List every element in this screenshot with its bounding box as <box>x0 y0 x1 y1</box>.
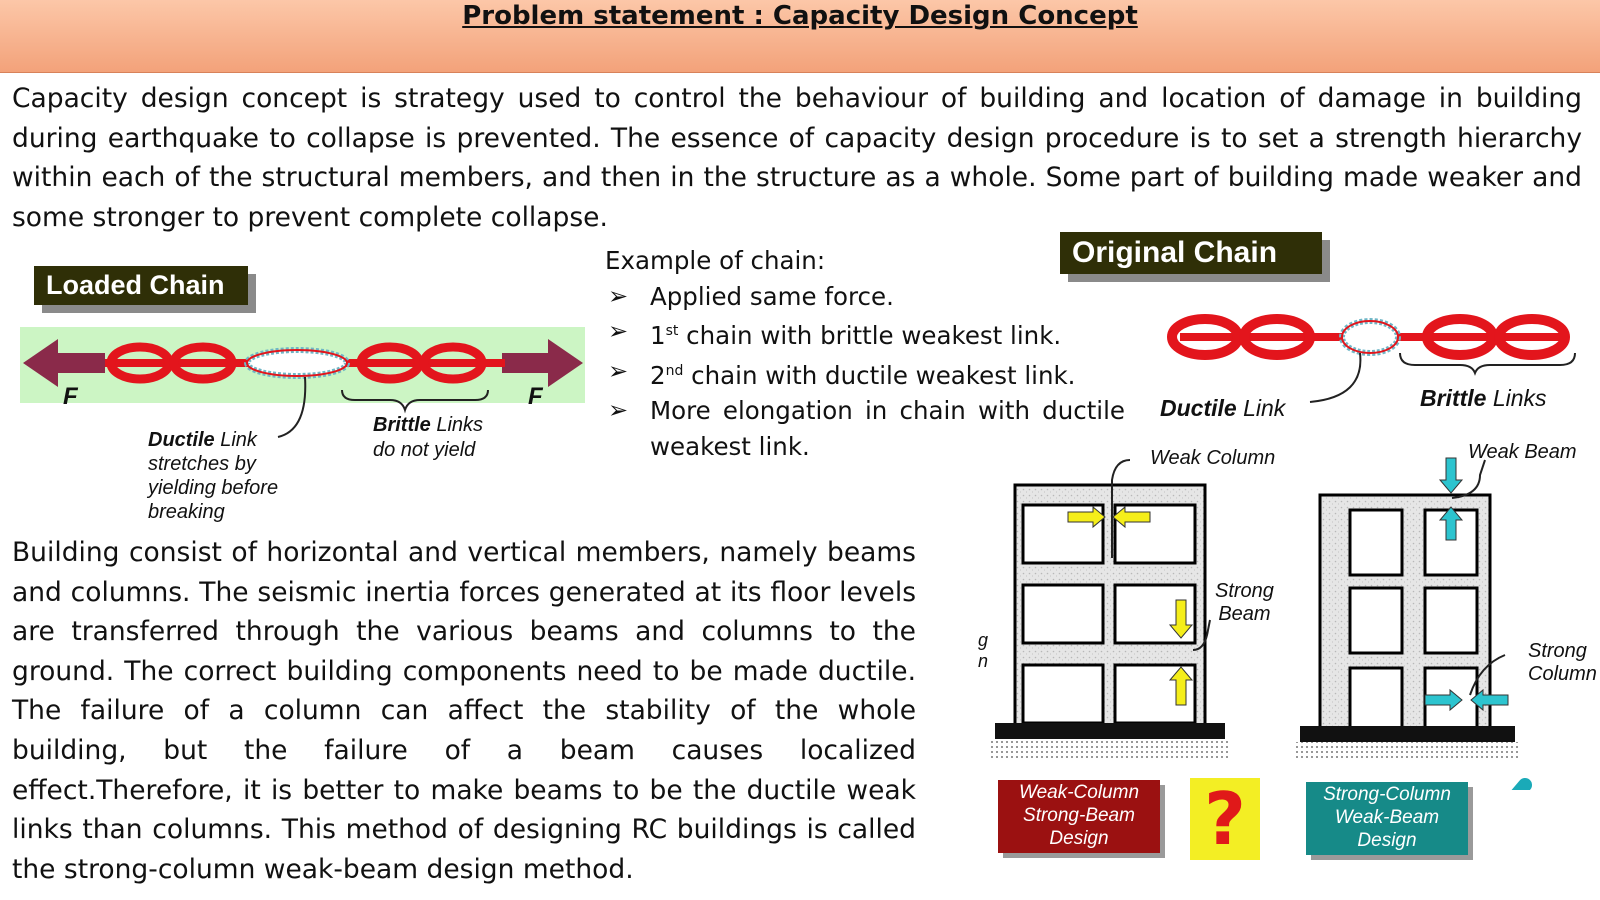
original-chain-figure <box>1167 314 1576 403</box>
cyan-arrow <box>1470 688 1509 712</box>
weak-beam-label: Weak Beam <box>1468 441 1577 463</box>
cyan-arrow <box>1438 506 1464 541</box>
example-heading: Example of chain: <box>605 246 826 275</box>
page-title: Problem statement : Capacity Design Conc… <box>462 1 1138 31</box>
chain-link <box>1239 314 1315 360</box>
loaded-chain-figure <box>20 327 585 438</box>
original-brittle-caption: Brittle Links <box>1420 385 1547 411</box>
yellow-arrow <box>1067 505 1106 529</box>
intro-paragraph: Capacity design concept is strategy used… <box>12 83 1582 233</box>
strong-column-badge: Strong-Column Weak-Beam Design <box>1306 782 1468 855</box>
title-bar: Problem statement : Capacity Design Conc… <box>0 0 1600 73</box>
original-ductile-caption: Ductile Link <box>1160 395 1286 421</box>
loaded-chain-label: Loaded Chain <box>34 266 248 305</box>
building-frames-figure <box>990 457 1532 790</box>
force-arrow-right <box>502 339 583 387</box>
brittle-links-caption: Brittle Links do not yield <box>373 414 484 461</box>
list-item: ➢More elongation in chain with ductile w… <box>608 396 1125 461</box>
list-item: ➢1st chain with brittle weakest link. <box>608 317 1062 351</box>
cyan-arrow <box>1424 688 1463 712</box>
list-item: ➢2nd chain with ductile weakest link. <box>608 356 1076 390</box>
list-item: ➢Applied same force. <box>608 281 894 311</box>
yellow-arrow <box>1168 666 1194 706</box>
chain-link <box>1167 314 1243 360</box>
weak-column-badge: Weak-Column Strong-Beam Design <box>998 780 1160 853</box>
body-paragraph: Building consist of horizontal and verti… <box>12 537 916 885</box>
question-icon: ? <box>1190 778 1260 860</box>
chain-link <box>169 342 237 384</box>
weak-column-frame <box>990 459 1230 759</box>
strong-column-frame <box>1295 457 1520 760</box>
force-arrow-left <box>23 339 105 387</box>
chain-example-list: Example of chain: ➢Applied same force. ➢… <box>605 243 1125 464</box>
chain-link <box>106 342 174 384</box>
force-label-left: F <box>63 383 78 410</box>
checkmark-icon <box>1511 778 1532 790</box>
ductile-link-caption: Ductile Link stretches by yielding befor… <box>148 429 279 523</box>
chain-link <box>356 342 424 384</box>
weak-column-label: Weak Column <box>1150 447 1276 469</box>
yellow-arrow <box>1112 505 1151 529</box>
chain-link <box>1422 314 1498 360</box>
chain-link <box>1494 314 1570 360</box>
yellow-arrow <box>1168 599 1194 639</box>
force-label-right: F <box>528 383 543 410</box>
original-chain-label: Original Chain <box>1060 232 1322 274</box>
cyan-arrow <box>1438 457 1464 494</box>
chain-link <box>419 342 487 384</box>
